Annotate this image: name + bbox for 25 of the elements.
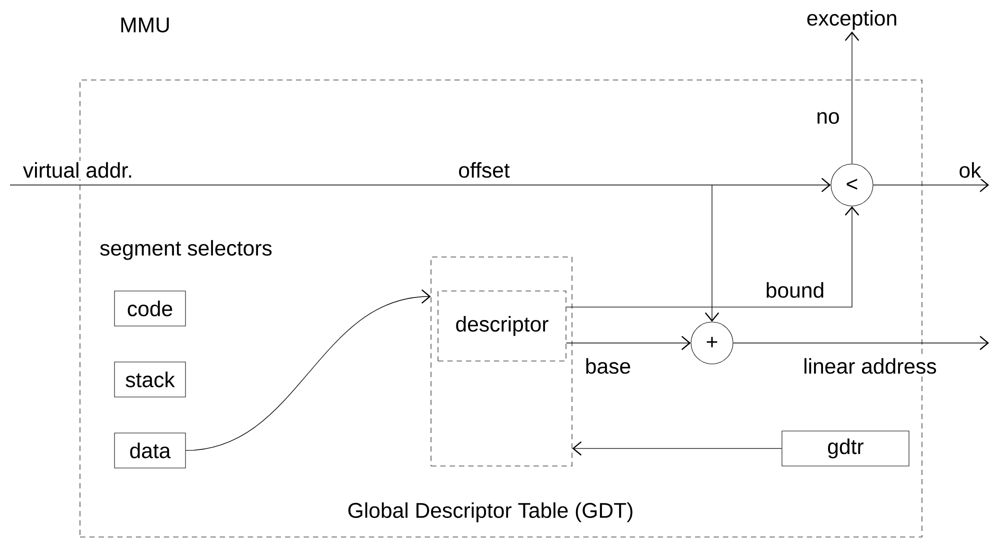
register-box: code: [114, 290, 186, 326]
register-box: gdtr: [782, 430, 910, 466]
arrow: [844, 32, 860, 164]
arrow: [185, 289, 431, 451]
text-label: offset: [459, 162, 510, 178]
arrow: [566, 206, 860, 308]
table-caption: Global Descriptor Table (GDT): [348, 502, 632, 522]
arrow: [704, 184, 720, 322]
output-text: exception: [807, 10, 896, 30]
arrow: [10, 178, 831, 192]
arrow: [872, 178, 989, 192]
edge-label: virtual addr.: [22, 160, 134, 180]
frame-heading: MMU: [121, 18, 169, 32]
arrow: [572, 441, 782, 456]
arrow: [566, 336, 691, 350]
edge-label: no: [814, 110, 842, 126]
edge-label: base: [584, 356, 632, 376]
register-box: data: [114, 432, 186, 468]
arrow: [732, 336, 989, 350]
dashed-box: descriptor: [438, 290, 566, 362]
edge-label: linear address: [802, 356, 938, 376]
edge-label: bound: [764, 280, 826, 300]
text-label: segment selectors: [100, 240, 272, 260]
register-box: stack: [114, 362, 186, 398]
edge-label: ok: [957, 160, 983, 180]
